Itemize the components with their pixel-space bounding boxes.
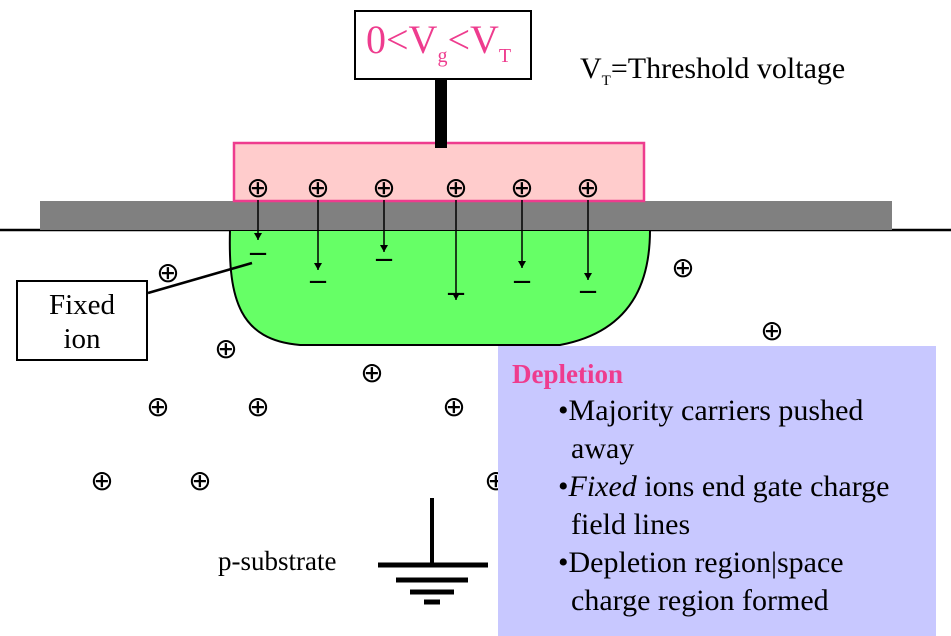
gate-label-sub-t: T (498, 45, 512, 67)
field-arrowhead (254, 233, 262, 240)
mobile-hole: ⊕ (214, 332, 237, 365)
positive-gate-charge: ⊕ (246, 171, 269, 204)
bullet-mark: • (558, 470, 569, 503)
fixed-ion-line2: ion (63, 323, 101, 355)
threshold-sub: T (601, 73, 611, 89)
substrate-label: p-substrate (218, 546, 337, 576)
gate-charges: ⊕ ⊕ ⊕ ⊕ ⊕ ⊕ (246, 171, 599, 204)
negative-fixed-ion: − (577, 277, 599, 307)
gate-electrode (232, 141, 646, 203)
note-bullet-2: •Fixed ions end gate charge field lines (558, 468, 922, 544)
mobile-hole: ⊕ (146, 390, 169, 423)
oxide-layer (40, 201, 892, 230)
negative-fixed-ion: − (247, 239, 269, 269)
bullet-text: ions end gate charge field lines (571, 470, 890, 541)
positive-gate-charge: ⊕ (510, 171, 533, 204)
bullet-mark: • (558, 394, 569, 427)
field-arrowhead (518, 261, 526, 268)
positive-gate-charge: ⊕ (372, 171, 395, 204)
threshold-v: V (580, 52, 602, 85)
gate-label-prefix: 0<V (366, 17, 438, 62)
mobile-hole: ⊕ (760, 314, 783, 347)
gate-contact-wire (435, 78, 447, 148)
positive-gate-charge: ⊕ (576, 171, 599, 204)
field-arrowhead (314, 263, 322, 270)
gate-voltage-label: 0<Vg<VT (366, 18, 511, 78)
fixed-ion-pointer (147, 261, 253, 295)
mobile-hole: ⊕ (156, 256, 179, 289)
mobile-hole: ⊕ (360, 356, 383, 389)
negative-fixed-ion: − (373, 245, 395, 275)
field-arrowhead (380, 245, 388, 252)
fixed-ion-line1: Fixed (48, 289, 116, 321)
mobile-hole: ⊕ (671, 251, 694, 284)
gate-voltage-box: 0<Vg<VT (354, 10, 532, 80)
substrate-holes: ⊕⊕⊕⊕⊕⊕⊕⊕⊕⊕⊕ (90, 251, 783, 497)
gate-label-mid: <V (447, 17, 499, 62)
bullet-mark: • (558, 546, 569, 579)
negative-fixed-ion: − (511, 267, 533, 297)
bullet-italic: Fixed (568, 470, 637, 503)
bullet-text: Majority carriers pushed away (568, 394, 864, 465)
negative-fixed-ion: − (307, 267, 329, 297)
field-arrowhead (584, 273, 592, 280)
depletion-region (228, 229, 652, 346)
negative-fixed-ion: − (445, 279, 467, 309)
mobile-hole: ⊕ (188, 464, 211, 497)
fixed-negative-ions: − − − − − − (247, 239, 599, 309)
mobile-hole: ⊕ (90, 464, 113, 497)
note-bullet-3: •Depletion region|space charge region fo… (558, 544, 922, 620)
note-bullet-1: •Majority carriers pushed away (558, 392, 922, 468)
gate-label-sub-g: g (437, 45, 448, 67)
note-title: Depletion (512, 359, 623, 389)
ground-symbol (378, 498, 488, 605)
bullet-text: Depletion region|space charge region for… (568, 546, 844, 617)
fixed-ion-label-box: Fixed ion (16, 280, 148, 361)
depletion-note-box: Depletion •Majority carriers pushed away… (498, 346, 936, 636)
field-lines (254, 200, 592, 300)
threshold-rest: =Threshold voltage (610, 52, 846, 85)
positive-gate-charge: ⊕ (444, 171, 467, 204)
positive-gate-charge: ⊕ (306, 171, 329, 204)
mobile-hole: ⊕ (442, 390, 465, 423)
threshold-definition: VT=Threshold voltage (580, 52, 845, 90)
field-arrowhead (452, 293, 460, 300)
mobile-hole: ⊕ (246, 390, 269, 423)
